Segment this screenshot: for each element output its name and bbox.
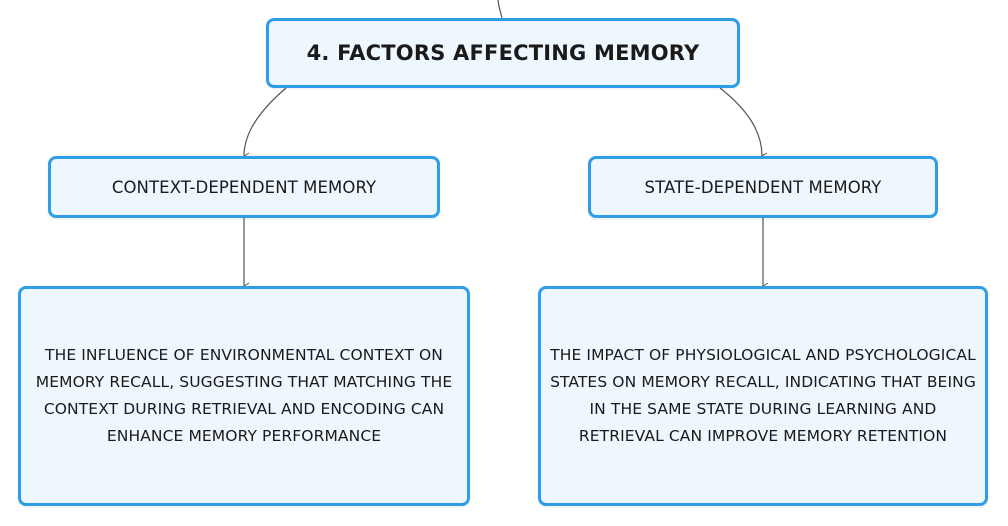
context-dependent-description-text: THE INFLUENCE OF ENVIRONMENTAL CONTEXT O… [35,346,453,445]
context-dependent-memory-label: CONTEXT-DEPENDENT MEMORY [111,177,377,197]
state-dependent-memory-label: STATE-DEPENDENT MEMORY [644,177,882,197]
main-topic-node[interactable]: 4. FACTORS AFFECTING MEMORY [266,18,740,88]
state-dependent-memory-node[interactable]: STATE-DEPENDENT MEMORY [588,156,938,218]
state-dependent-description-node[interactable]: THE IMPACT OF PHYSIOLOGICAL AND PSYCHOLO… [538,286,988,506]
connector-parent-to-main [497,0,503,19]
connector-main-to-state [719,87,768,160]
main-topic-label: 4. FACTORS AFFECTING MEMORY [306,41,700,65]
context-dependent-description-node[interactable]: THE INFLUENCE OF ENVIRONMENTAL CONTEXT O… [18,286,470,506]
connector-main-to-context [243,87,287,160]
context-dependent-memory-node[interactable]: CONTEXT-DEPENDENT MEMORY [48,156,440,218]
state-dependent-description-text: THE IMPACT OF PHYSIOLOGICAL AND PSYCHOLO… [550,346,976,445]
